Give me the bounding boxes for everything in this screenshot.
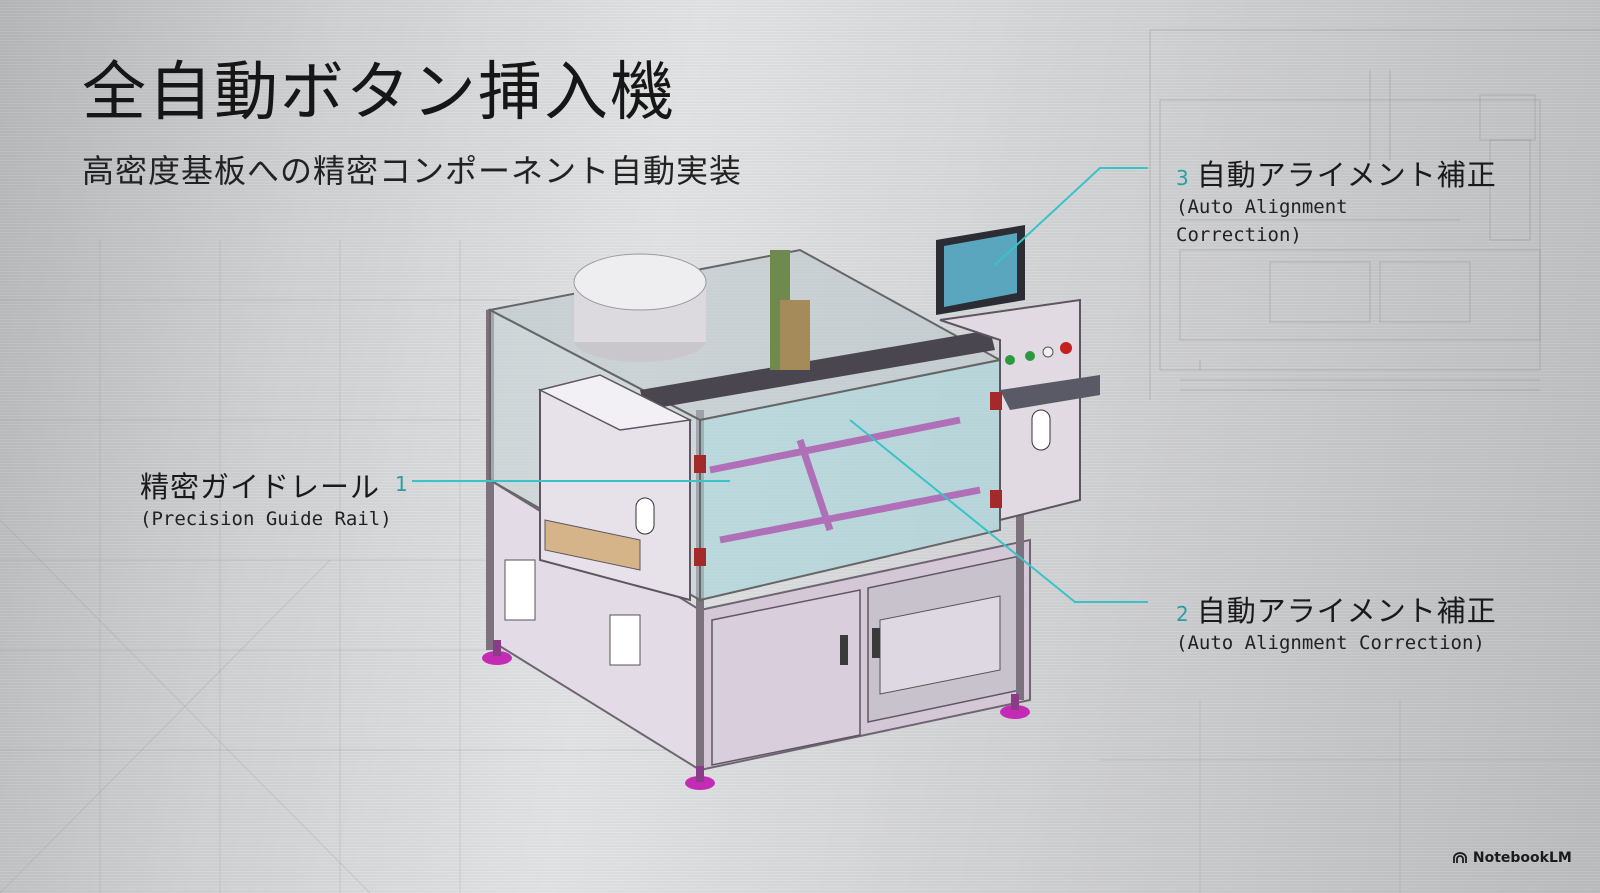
gantry-beam [640, 330, 995, 410]
leader-line-3 [994, 167, 1148, 266]
callout-2-label-en: (Auto Alignment Correction) [1176, 632, 1485, 654]
page-title: 全自動ボタン挿入機 [82, 56, 676, 130]
page-subtitle: 高密度基板への精密コンポーネント自動実装 [82, 152, 743, 190]
cabinet-door-left [711, 589, 861, 766]
callout-3-number: 3 [1176, 166, 1189, 190]
frame-corners [694, 392, 1002, 566]
cabinet-window [879, 595, 1001, 695]
brand-watermark: NotebookLM [1452, 850, 1572, 866]
station-window [635, 497, 655, 535]
callout-3-label-ja: 自動アライメント補正 [1196, 158, 1497, 192]
keyboard-tray [1000, 375, 1100, 410]
brand-name: NotebookLM [1472, 850, 1572, 866]
side-vents [504, 559, 641, 666]
callout-auto-alignment-3: 3 自動アライメント補正 (Auto Alignment Correction) [1176, 152, 1497, 249]
indicator-white [1042, 346, 1054, 358]
insertion-head-bracket [780, 300, 810, 370]
leveling-feet [482, 651, 1030, 790]
indicator-green [1025, 351, 1035, 361]
emergency-stop [1060, 342, 1072, 354]
leader-line-2 [849, 419, 1148, 603]
callout-1-label-ja: 精密ガイドレール [140, 470, 381, 504]
callout-1-label-en: (Precision Guide Rail) [140, 508, 392, 530]
cabinet-window [1031, 409, 1051, 451]
callout-3-label-en: (Auto Alignment Correction) [1176, 196, 1348, 246]
callout-2-label-ja: 自動アライメント補正 [1196, 594, 1497, 628]
callout-auto-alignment-2: 2 自動アライメント補正 (Auto Alignment Correction) [1176, 588, 1497, 658]
callout-1-number: 1 [395, 472, 408, 496]
monitor-screen [944, 233, 1017, 307]
guide-rails [709, 416, 981, 544]
notebooklm-logo-icon [1453, 852, 1467, 863]
bowl-feeder-top [573, 253, 707, 311]
door-handle [872, 628, 880, 658]
callout-precision-guide-rail: 精密ガイドレール 1 (Precision Guide Rail) [140, 464, 408, 534]
blueprint-sketch [1149, 29, 1600, 400]
station-tray [544, 519, 641, 571]
callout-2-number: 2 [1176, 602, 1189, 626]
indicator-green [1005, 355, 1015, 365]
door-handle [840, 635, 848, 665]
